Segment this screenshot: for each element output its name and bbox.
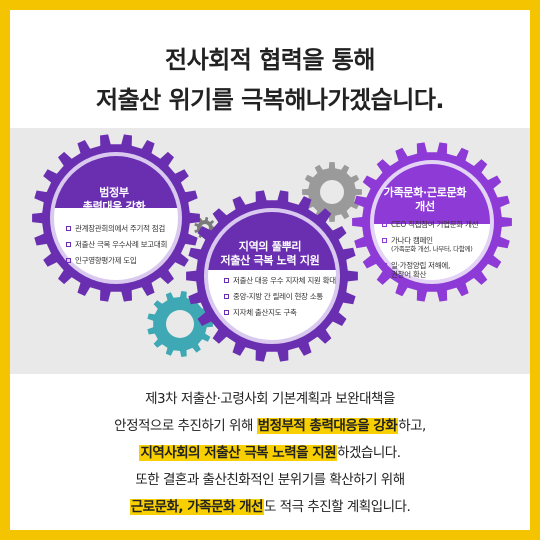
body-text-span: 하고, bbox=[398, 418, 426, 434]
highlight-text: 지역사회의 저출산 극복 노력을 지원 bbox=[139, 445, 338, 461]
gear-right bbox=[352, 142, 512, 302]
body-line-2: 안정적으로 추진하기 위해 범정부적 총력대응을 강화하고, bbox=[10, 413, 530, 440]
body-text: 제3차 저출산·고령사회 기본계획과 보완대책을 안정적으로 추진하기 위해 범… bbox=[10, 386, 530, 521]
list-item: 지자체 출산지도 구축 bbox=[224, 308, 344, 317]
list-item-text: 가나다 캠페인 bbox=[391, 236, 433, 245]
gear-teal bbox=[147, 291, 213, 357]
gear-middle-label-2: 저출산 극복 노력 지원 bbox=[220, 254, 320, 267]
body-text-span: 도 적극 추진할 계획입니다. bbox=[263, 499, 411, 515]
gear-left-label: 범정부 총력대응 강화 bbox=[64, 186, 164, 214]
gear-left-label-1: 범정부 bbox=[99, 186, 129, 199]
body-text-span: 안정적으로 추진하기 위해 bbox=[114, 418, 257, 434]
gear-middle bbox=[186, 190, 358, 362]
gear-left-list: 관계장관회의에서 주기적 점검 저출산 극복 우수사례 보고대회 인구영향평가제… bbox=[66, 224, 184, 272]
body-line-1: 제3차 저출산·고령사회 기본계획과 보완대책을 bbox=[145, 391, 395, 407]
gear-middle-label: 지역의 풀뿌리 저출산 극복 노력 지원 bbox=[218, 240, 322, 268]
page-title: 전사회적 협력을 통해 저출산 위기를 극복해나가겠습니다. bbox=[10, 40, 530, 120]
gears-illustration bbox=[32, 134, 512, 362]
title-line-2: 저출산 위기를 극복해나가겠습니다. bbox=[95, 86, 445, 114]
body-line-4: 또한 결혼과 출산친화적인 분위기를 확산하기 위해 bbox=[135, 472, 405, 488]
highlight-text: 근로문화, 가족문화 개선 bbox=[129, 499, 264, 515]
card-frame: 전사회적 협력을 통해 저출산 위기를 극복해나가겠습니다. 범정부 총력대응 … bbox=[10, 10, 530, 530]
list-item: 가나다 캠페인 (가족문화 개선, 나부터, 다함께) bbox=[382, 236, 482, 254]
list-item-text: 일·가정양립 저해에, bbox=[391, 261, 451, 270]
title-line-1: 전사회적 협력을 통해 bbox=[165, 46, 375, 74]
gear-right-label-2: 개선 bbox=[415, 200, 435, 213]
gear-left-label-2: 총력대응 강화 bbox=[82, 200, 146, 213]
list-item: CEO 직접참여 기업문화 개선 bbox=[382, 220, 482, 229]
highlight-text: 범정부적 총력대응을 강화 bbox=[256, 418, 399, 434]
gear-middle-label-1: 지역의 풀뿌리 bbox=[238, 240, 302, 253]
gear-right-label-1: 가족문화·근로문화 bbox=[383, 186, 467, 199]
gear-gray-large bbox=[302, 162, 362, 222]
list-item-text: 권장어 확산 bbox=[391, 270, 427, 279]
list-item: 인구영향평가제 도입 bbox=[66, 256, 184, 265]
gear-right-list: CEO 직접참여 기업문화 개선 가나다 캠페인 (가족문화 개선, 나부터, … bbox=[382, 220, 482, 286]
body-line-3: 지역사회의 저출산 극복 노력을 지원하겠습니다. bbox=[10, 440, 530, 467]
list-item: 중앙-지방 간 릴레이 현장 소통 bbox=[224, 292, 344, 301]
list-item: 저출산 대응 우수 지자체 지원 확대 bbox=[224, 276, 344, 285]
gear-left bbox=[32, 134, 200, 302]
body-text-span: 하겠습니다. bbox=[337, 445, 401, 461]
list-item: 저출산 극복 우수사례 보고대회 bbox=[66, 240, 184, 249]
gear-middle-list: 저출산 대응 우수 지자체 지원 확대 중앙-지방 간 릴레이 현장 소통 지자… bbox=[224, 276, 344, 324]
gear-right-label: 가족문화·근로문화 개선 bbox=[370, 186, 480, 214]
list-item: 일·가정양립 저해에, 권장어 확산 bbox=[382, 261, 482, 279]
body-line-5: 근로문화, 가족문화 개선도 적극 추진할 계획입니다. bbox=[10, 494, 530, 521]
list-item: 관계장관회의에서 주기적 점검 bbox=[66, 224, 184, 233]
list-item-sub: (가족문화 개선, 나부터, 다함께) bbox=[391, 245, 473, 253]
